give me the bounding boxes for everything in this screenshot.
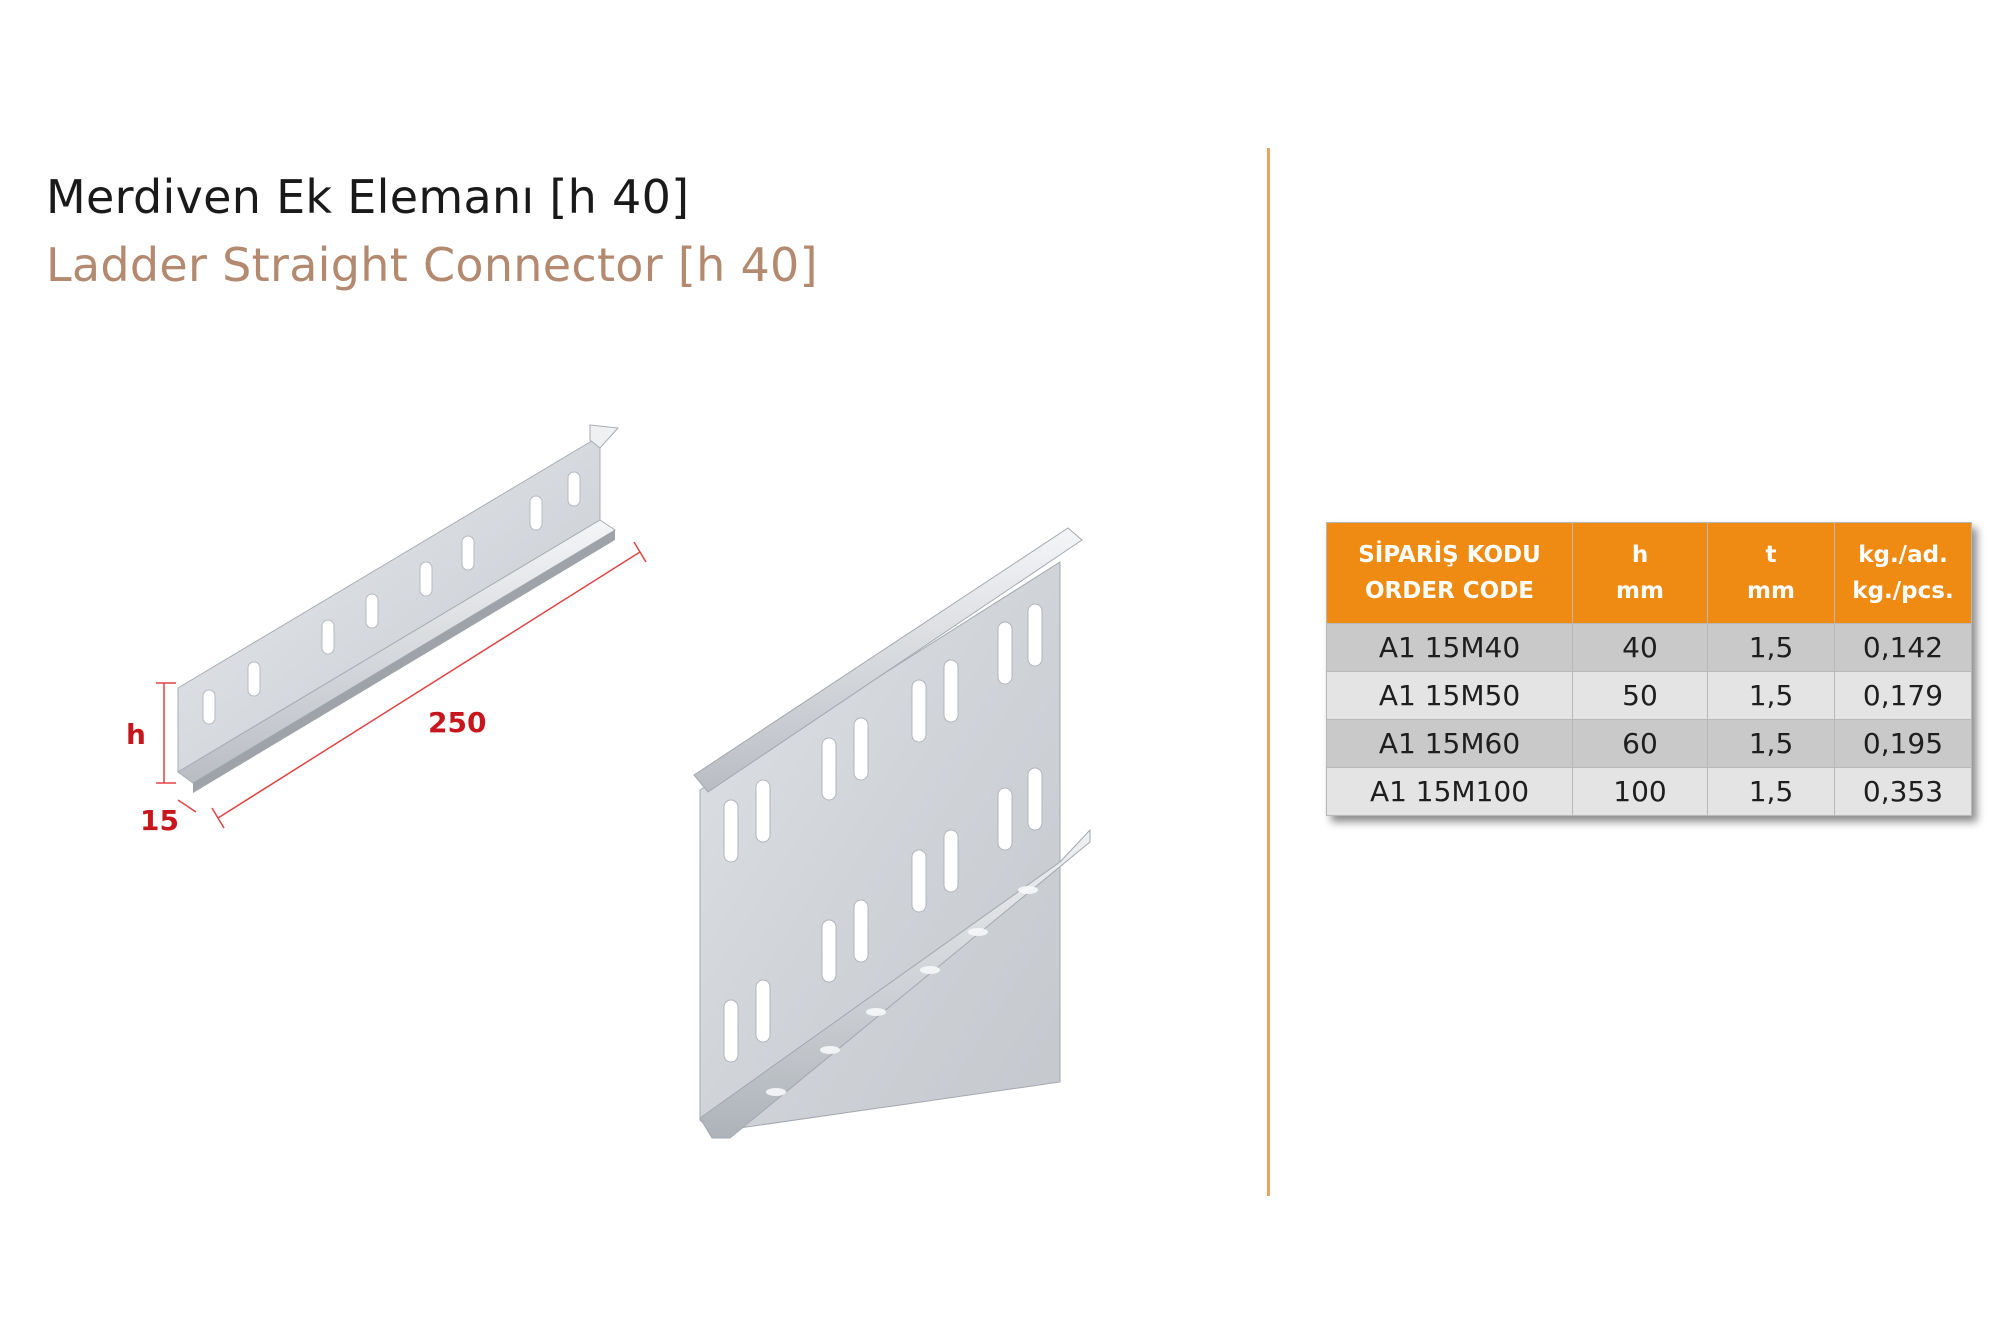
cell-h: 60 xyxy=(1572,719,1708,768)
header-order-code: SİPARİŞ KODU ORDER CODE xyxy=(1326,522,1573,624)
cell-order-code: A1 15M40 xyxy=(1326,623,1573,672)
cell-t: 1,5 xyxy=(1707,671,1835,720)
table-row: A1 15M60 60 1,5 0,195 xyxy=(1326,719,1972,768)
cell-order-code: A1 15M50 xyxy=(1326,671,1573,720)
header-weight: kg./ad. kg./pcs. xyxy=(1834,522,1972,624)
dimension-label-15: 15 xyxy=(140,804,179,837)
dimension-label-h: h xyxy=(126,718,146,751)
cell-weight: 0,353 xyxy=(1834,767,1972,816)
dimension-label-250: 250 xyxy=(428,706,486,739)
header-h-mm: h mm xyxy=(1572,522,1708,624)
cell-h: 50 xyxy=(1572,671,1708,720)
table-header-row: SİPARİŞ KODU ORDER CODE h mm t mm kg./ad… xyxy=(1326,522,1972,624)
cell-t: 1,5 xyxy=(1707,719,1835,768)
title-turkish: Merdiven Ek Elemanı [h 40] xyxy=(46,170,690,224)
cell-order-code: A1 15M100 xyxy=(1326,767,1573,816)
cell-order-code: A1 15M60 xyxy=(1326,719,1573,768)
cell-weight: 0,142 xyxy=(1834,623,1972,672)
connector-large-illustration xyxy=(693,527,1091,1139)
table-row: A1 15M50 50 1,5 0,179 xyxy=(1326,671,1972,720)
cell-weight: 0,179 xyxy=(1834,671,1972,720)
title-english: Ladder Straight Connector [h 40] xyxy=(46,238,818,292)
connector-small-illustration xyxy=(177,424,620,793)
cell-h: 40 xyxy=(1572,623,1708,672)
dimension-lines xyxy=(156,541,647,829)
cell-t: 1,5 xyxy=(1707,767,1835,816)
table-row: A1 15M100 100 1,5 0,353 xyxy=(1326,767,1972,816)
vertical-divider xyxy=(1267,148,1270,1196)
product-drawing: h 15 250 xyxy=(126,424,1091,1139)
header-t-mm: t mm xyxy=(1707,522,1835,624)
cell-weight: 0,195 xyxy=(1834,719,1972,768)
order-code-table: SİPARİŞ KODU ORDER CODE h mm t mm kg./ad… xyxy=(1326,522,1972,816)
cell-h: 100 xyxy=(1572,767,1708,816)
table-row: A1 15M40 40 1,5 0,142 xyxy=(1326,623,1972,672)
cell-t: 1,5 xyxy=(1707,623,1835,672)
